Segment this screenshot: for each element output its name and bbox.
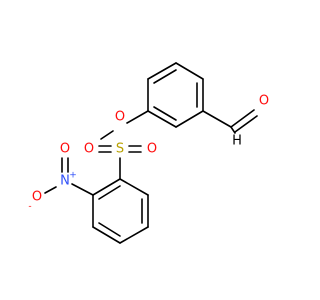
nitro-nitrogen-charge: + <box>69 171 77 181</box>
bond <box>234 115 258 133</box>
aldehyde-group: O H <box>202 94 269 149</box>
sulfonyl-group: S O O <box>84 142 157 180</box>
bond <box>71 183 94 196</box>
bond <box>175 110 204 128</box>
sulfur-label: S <box>116 142 124 157</box>
molecule-structure: O H O S O O N + <box>28 62 269 244</box>
bond <box>147 110 177 128</box>
nitro-nitrogen-label: N <box>60 174 70 189</box>
bond <box>100 130 114 140</box>
nitro-group: N + O O - <box>28 142 94 212</box>
nitro-oxygen-double-label: O <box>60 142 70 157</box>
bond <box>175 62 204 80</box>
sulfonate-ester-linkage: O <box>100 110 149 140</box>
nitro-oxygen-negative-charge: - <box>28 202 31 212</box>
bond <box>153 106 177 121</box>
bond <box>92 226 121 244</box>
bond <box>153 69 177 84</box>
aldehyde-oxygen-label: O <box>259 94 269 109</box>
bond <box>92 178 121 196</box>
bond <box>119 226 149 244</box>
ester-oxygen-label: O <box>115 110 125 125</box>
bond <box>98 222 121 237</box>
nitro-oxygen-negative-label: O <box>32 190 42 205</box>
bond <box>126 110 149 124</box>
upper-benzene-ring <box>147 62 204 128</box>
bond <box>98 185 121 200</box>
bond <box>230 126 236 134</box>
sulfonyl-oxygen-left-label: O <box>84 142 94 157</box>
aldehyde-hydrogen-label: H <box>232 134 242 149</box>
bond <box>230 109 255 128</box>
sulfonyl-oxygen-right-label: O <box>147 142 157 157</box>
bond <box>44 186 57 194</box>
bond <box>147 62 177 80</box>
lower-benzene-ring <box>92 178 149 244</box>
bond <box>202 110 232 128</box>
bond <box>119 178 149 196</box>
